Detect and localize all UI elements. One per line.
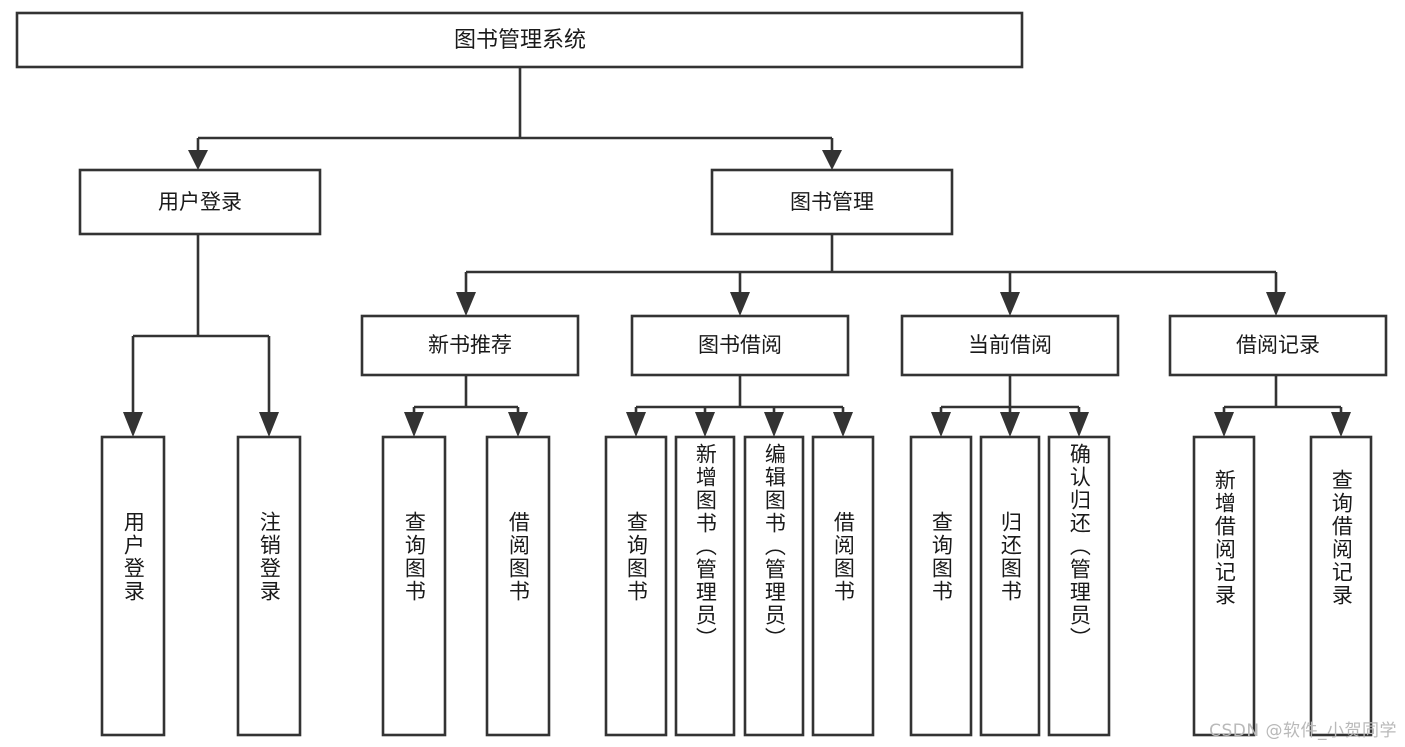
arrow-to-leaf-user-logout (259, 412, 279, 437)
arrow-to-user-login (188, 150, 208, 170)
leaf-query-record-box[interactable] (1309, 435, 1373, 737)
node-user-login-box[interactable] (78, 168, 322, 236)
leaf-confirm-return-box[interactable] (1047, 435, 1111, 737)
node-book-borrow-label: 图书借阅 (698, 333, 782, 357)
leaf-boxes (100, 435, 1373, 737)
node-book-borrow-box[interactable] (630, 314, 850, 377)
arrow-to-leaf-add-record (1214, 412, 1234, 437)
node-new-book-rec-box[interactable] (360, 314, 580, 377)
arrow-to-leaf-query-book-3 (931, 412, 951, 437)
arrow-to-leaf-borrow-book-2 (833, 412, 853, 437)
node-borrow-record-label: 借阅记录 (1236, 333, 1320, 357)
node-user-login-label: 用户登录 (158, 190, 242, 214)
arrow-to-book-manage (822, 150, 842, 170)
arrow-to-leaf-add-book (695, 412, 715, 437)
arrow-to-leaf-query-record (1331, 412, 1351, 437)
node-current-borrow-box[interactable] (900, 314, 1120, 377)
node-borrow-record-box[interactable] (1168, 314, 1388, 377)
leaf-borrow-book-1-box[interactable] (485, 435, 551, 737)
leaf-user-login-box[interactable] (100, 435, 166, 737)
node-user-login[interactable]: 用户登录 (78, 168, 322, 236)
csdn-watermark: CSDN @软件_小贺同学 (1209, 721, 1397, 741)
arrow-to-leaf-borrow-book-1 (508, 412, 528, 437)
node-book-manage[interactable]: 图书管理 (710, 168, 954, 236)
node-root[interactable]: 图书管理系统 (15, 11, 1024, 69)
leaf-query-book-3-box[interactable] (909, 435, 973, 737)
arrow-to-book-borrow (730, 292, 750, 316)
arrow-to-leaf-user-login (123, 412, 143, 437)
arrow-to-new-book-rec (456, 292, 476, 316)
node-root-box[interactable] (15, 11, 1024, 69)
node-book-manage-box[interactable] (710, 168, 954, 236)
leaf-query-book-1-box[interactable] (381, 435, 447, 737)
node-root-label: 图书管理系统 (454, 28, 586, 53)
leaf-add-book-box[interactable] (674, 435, 736, 737)
leaf-return-book-box[interactable] (979, 435, 1041, 737)
leaf-user-logout-box[interactable] (236, 435, 302, 737)
connector-layer (123, 67, 1351, 437)
leaf-borrow-book-2-box[interactable] (811, 435, 875, 737)
node-new-book-rec[interactable]: 新书推荐 (360, 314, 580, 377)
leaf-query-book-2-box[interactable] (604, 435, 668, 737)
node-current-borrow[interactable]: 当前借阅 (900, 314, 1120, 377)
node-new-book-rec-label: 新书推荐 (428, 333, 512, 357)
node-current-borrow-label: 当前借阅 (968, 333, 1052, 357)
leaf-add-record-box[interactable] (1192, 435, 1256, 737)
node-borrow-record[interactable]: 借阅记录 (1168, 314, 1388, 377)
arrow-to-current-borrow (1000, 292, 1020, 316)
leaf-edit-book-box[interactable] (743, 435, 805, 737)
arrow-to-leaf-query-book-1 (404, 412, 424, 437)
arrow-to-leaf-query-book-2 (626, 412, 646, 437)
arrow-to-borrow-record (1266, 292, 1286, 316)
node-book-borrow[interactable]: 图书借阅 (630, 314, 850, 377)
arrow-to-leaf-return-book (1000, 412, 1020, 437)
arrow-to-leaf-edit-book (764, 412, 784, 437)
arrow-to-leaf-confirm-return (1069, 412, 1089, 437)
node-book-manage-label: 图书管理 (790, 190, 874, 214)
